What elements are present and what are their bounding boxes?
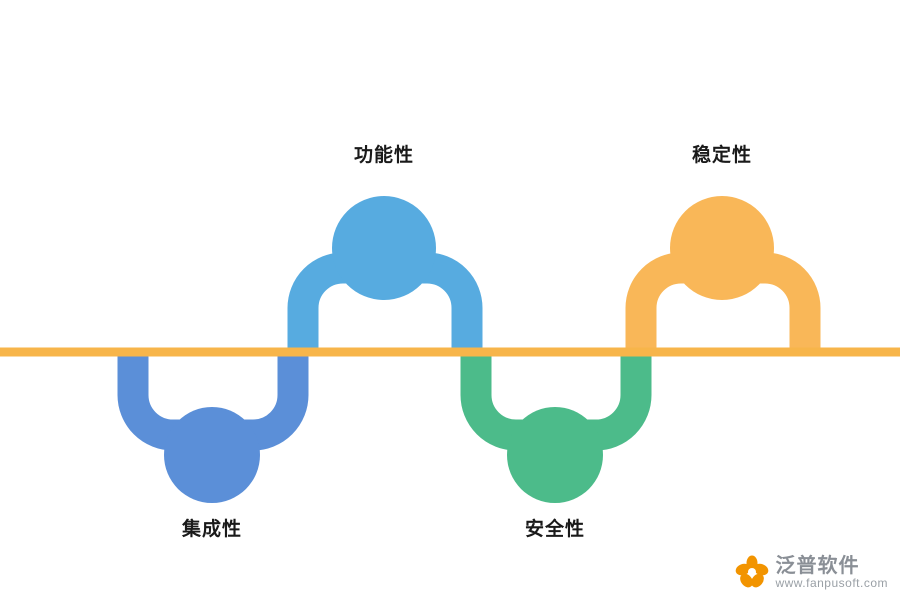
node-stability-circle xyxy=(670,196,774,300)
watermark-url: www.fanpusoft.com xyxy=(775,575,888,590)
node-stability-label: 稳定性 xyxy=(691,145,753,166)
node-security-label: 安全性 xyxy=(524,519,586,540)
node-integration-circle xyxy=(164,407,260,503)
watermark: 泛普软件 www.fanpusoft.com xyxy=(735,555,888,590)
node-functionality-label: 功能性 xyxy=(353,145,415,166)
node-stability-group xyxy=(625,196,821,352)
flower-logo-icon xyxy=(736,555,769,588)
node-security-group xyxy=(460,352,652,503)
node-functionality-circle xyxy=(332,196,436,300)
node-functionality-group xyxy=(287,196,483,352)
node-integration-group xyxy=(117,352,309,503)
watermark-title: 泛普软件 xyxy=(775,554,860,577)
node-integration-label: 集成性 xyxy=(181,519,243,540)
node-security-circle xyxy=(507,407,603,503)
